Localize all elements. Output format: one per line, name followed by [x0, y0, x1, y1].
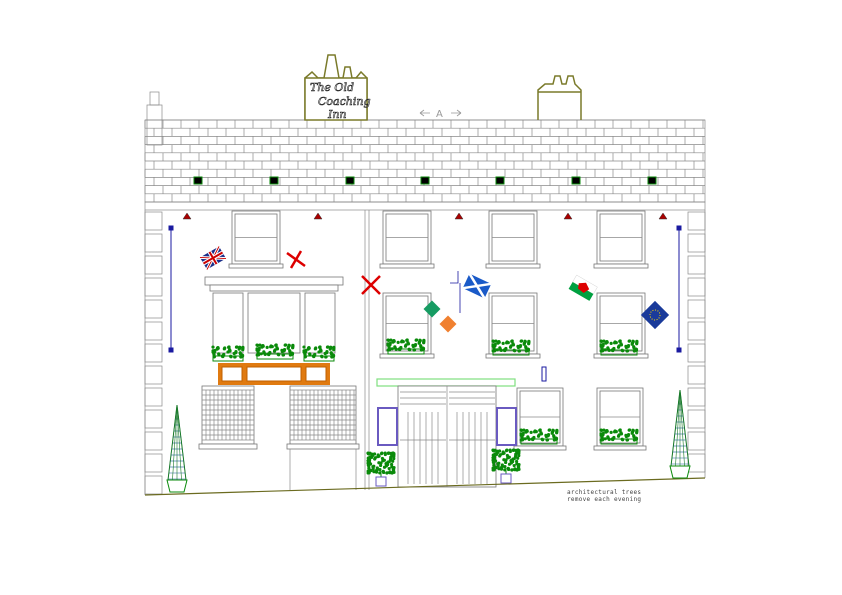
- sign-line-2: Coaching: [318, 95, 371, 108]
- vent: [420, 176, 430, 185]
- roof-vents: [193, 176, 657, 185]
- window-box: [212, 355, 244, 362]
- ground-line: [144, 477, 706, 496]
- window-box: [600, 438, 638, 445]
- window-box: [492, 349, 530, 356]
- vent: [193, 176, 203, 185]
- eaves: [144, 201, 706, 211]
- lamp: [454, 212, 464, 220]
- left-menu-board: [377, 407, 398, 446]
- sign-line-1: The Old: [310, 81, 354, 94]
- flag-ireland: [423, 271, 461, 333]
- right-chimney: [537, 75, 582, 120]
- note-line-1: architectural trees: [567, 489, 641, 496]
- flag-wales: [568, 274, 598, 301]
- right-menu-board: [496, 407, 517, 446]
- lamp: [313, 212, 323, 220]
- bay-window: [204, 276, 344, 385]
- quoins: [144, 211, 706, 495]
- tree-planter: [166, 479, 188, 493]
- vent: [269, 176, 279, 185]
- vent: [345, 176, 355, 185]
- window-box: [387, 348, 425, 355]
- window-box: [256, 353, 294, 360]
- flag-st-george: [286, 250, 306, 269]
- window-box: [600, 349, 638, 356]
- left-chimney: [146, 91, 163, 146]
- guide-lines: [168, 225, 682, 382]
- lamp: [563, 212, 573, 220]
- roof-tiles: [144, 119, 706, 203]
- topiary-trees: [166, 389, 691, 493]
- sign-line-3: Inn: [327, 108, 347, 121]
- vent: [495, 176, 505, 185]
- vent: [647, 176, 657, 185]
- flag-european-union: [640, 300, 670, 330]
- window-box-plants: [211, 338, 639, 487]
- window-box: [303, 355, 335, 362]
- section-marker-label: A: [436, 109, 443, 120]
- plant-pot: [500, 473, 512, 484]
- flag-scotland: [462, 273, 492, 299]
- flag-union-jack: [199, 245, 227, 271]
- lamp: [658, 212, 668, 220]
- plant-pot: [375, 476, 387, 487]
- entrance-sign-frame: [376, 378, 516, 387]
- window-box: [520, 438, 558, 445]
- note-line-2: remove each evening: [567, 496, 641, 503]
- flag-st-patrick: [361, 275, 381, 295]
- sign-chimney: [304, 54, 368, 121]
- section-marker: A: [419, 109, 462, 120]
- tree-planter: [669, 465, 691, 479]
- entrance-doors: [376, 378, 517, 488]
- wall-lamps: [182, 212, 668, 220]
- vent: [571, 176, 581, 185]
- lamp: [182, 212, 192, 220]
